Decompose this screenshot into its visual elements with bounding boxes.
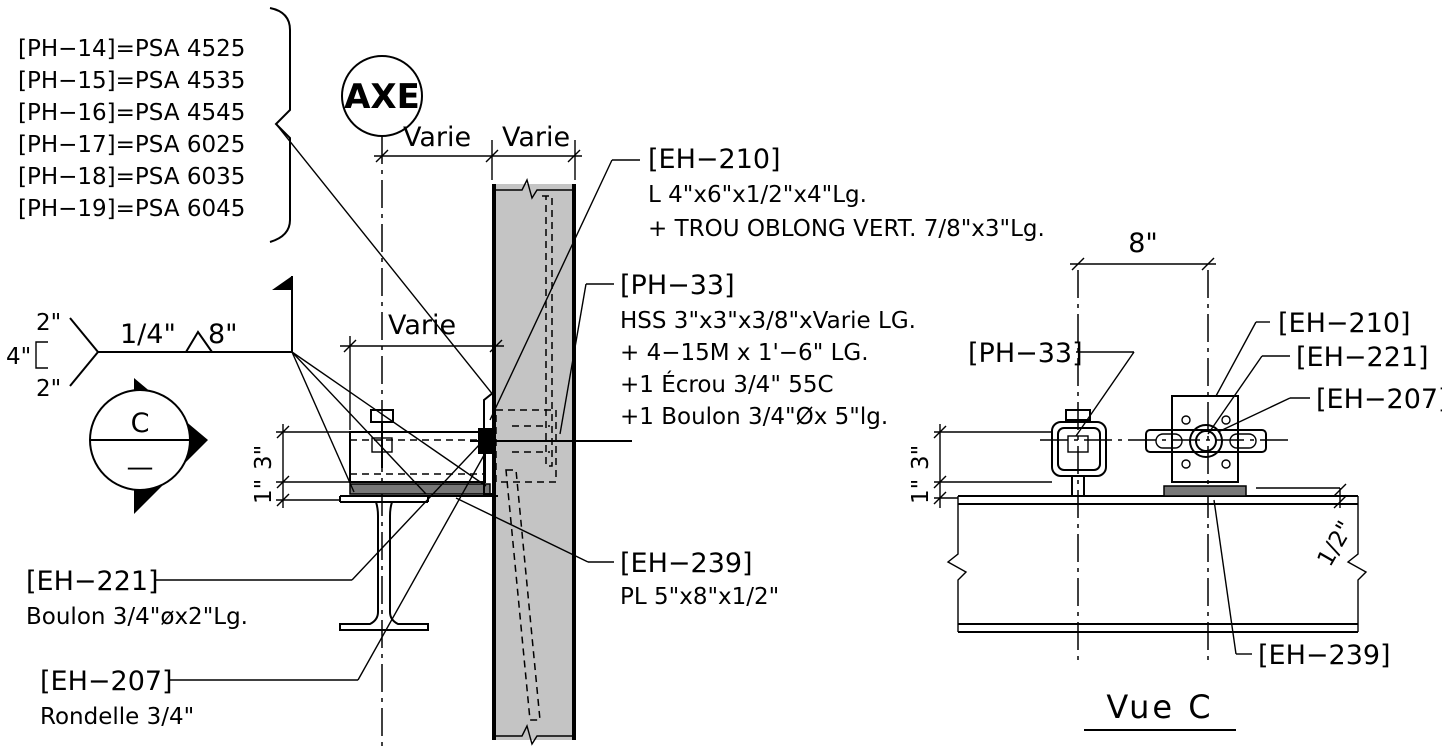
base-plate: [349, 483, 491, 495]
schedule-item-5: [PH−18]=PSA 6035: [18, 164, 245, 190]
ibeam-web: [339, 501, 429, 631]
vuec-eh221-tag: [EH−221]: [1296, 342, 1429, 373]
vuec-hss-outer: [1051, 421, 1107, 477]
weld-top-leg: 2": [36, 310, 61, 336]
dim-height-3: 3": [251, 445, 277, 470]
eh207-tag: [EH−207]: [40, 666, 173, 697]
vuec-bolt-nut: [1195, 430, 1217, 452]
ph33-line3: +1 Écrou 3/4" 55C: [620, 370, 834, 398]
eh239-tag: [EH−239]: [620, 548, 753, 579]
callout-ph33: [PH−33] HSS 3"x3"x3/8"xVarie LG. + 4−15M…: [559, 270, 916, 435]
top-dimensions: Varie Varie: [374, 122, 582, 180]
eh210-line1: L 4"x6"x1/2"x4"Lg.: [648, 182, 867, 208]
vuec-eh239-tag: [EH−239]: [1258, 640, 1391, 671]
schedule-item-1: [PH−14]=PSA 4525: [18, 36, 245, 62]
callout-eh239: [EH−239] PL 5"x8"x1/2": [455, 497, 779, 610]
weld-size: 1/4": [120, 319, 176, 350]
vuec-angle: [1171, 395, 1239, 483]
vuec-bolt-washer: [1189, 424, 1223, 458]
ph33-line2: + 4−15M x 1'−6" LG.: [620, 340, 869, 366]
hidden-rod-upper: [542, 195, 553, 467]
section-sheet: —: [127, 452, 154, 483]
vuec-break-left: [946, 496, 968, 632]
schedule-brace: [269, 7, 291, 243]
vuec-dim-height-3: 3": [908, 445, 934, 470]
weld-symbol: 2" 4" 2" 1/4" 8": [6, 276, 487, 495]
axis-label: AXE: [344, 77, 420, 117]
part-schedule: [PH−14]=PSA 4525 [PH−15]=PSA 4535 [PH−16…: [18, 7, 511, 417]
vuec-eh207-tag: [EH−207]: [1316, 384, 1442, 415]
ph33-line1: HSS 3"x3"x3/8"xVarie LG.: [620, 308, 916, 334]
schedule-item-6: [PH−19]=PSA 6045: [18, 196, 245, 222]
vuec-title: Vue C: [1106, 688, 1213, 726]
dim-height-1: 1": [251, 479, 277, 504]
eh221-tag: [EH−221]: [26, 566, 159, 597]
eh210-line2: + TROU OBLONG VERT. 7/8"x3"Lg.: [648, 216, 1045, 242]
callout-eh210: [EH−210] L 4"x6"x1/2"x4"Lg. + TROU OBLON…: [489, 144, 1045, 421]
weld-left-leg: 4": [6, 344, 31, 370]
dim-varie-right: Varie: [502, 122, 570, 153]
callout-eh207: [EH−207] Rondelle 3/4": [40, 447, 489, 730]
vuec-ph33-tag: [PH−33]: [968, 338, 1083, 369]
schedule-item-4: [PH−17]=PSA 6025: [18, 132, 245, 158]
dim-varie-left: Varie: [403, 122, 471, 153]
section-letter: C: [131, 408, 150, 439]
column: [492, 178, 576, 746]
left-height-dims: 3" 1": [251, 424, 350, 508]
vuec-dim-height-1: 1": [908, 479, 934, 504]
schedule-item-3: [PH−16]=PSA 4545: [18, 100, 245, 126]
hidden-rod-lower: [505, 469, 541, 721]
vuec-dim-half: 1/2": [1313, 517, 1359, 571]
hss-beam-left: Varie: [340, 310, 632, 495]
vuec-hss-inner: [1057, 427, 1101, 471]
callout-eh221: [EH−221] Boulon 3/4"øx2"Lg.: [26, 443, 481, 630]
field-weld-flag: [272, 276, 292, 290]
ph33-tag: [PH−33]: [620, 270, 735, 301]
column-break-top: [494, 178, 574, 200]
angle-bracket: [483, 389, 495, 495]
eh221-line1: Boulon 3/4"øx2"Lg.: [26, 604, 248, 630]
schedule-leader: [275, 123, 511, 417]
vuec-dim-width: 8": [1128, 228, 1158, 259]
weld-length: 8": [208, 319, 238, 350]
weld-bottom-leg: 2": [36, 376, 61, 402]
section-marker-c: C —: [89, 378, 208, 514]
dim-varie-hss: Varie: [388, 310, 456, 341]
vue-c: 8" 3" 1" 1/2": [908, 228, 1442, 731]
ph33-line4: +1 Boulon 3/4"Øx 5"lg.: [620, 404, 888, 430]
eh210-tag: [EH−210]: [648, 144, 781, 175]
axis-marker: AXE: [341, 55, 423, 748]
vuec-plate: [1163, 485, 1247, 497]
vuec-eh210-tag: [EH−210]: [1278, 308, 1411, 339]
support-ibeam-left: [339, 495, 498, 631]
eh239-line1: PL 5"x8"x1/2": [620, 584, 779, 610]
column-body: [494, 184, 574, 740]
column-break-bottom: [494, 724, 574, 746]
eh207-line1: Rondelle 3/4": [40, 704, 194, 730]
vuec-break-right: [1346, 496, 1368, 632]
schedule-item-2: [PH−15]=PSA 4535: [18, 68, 245, 94]
